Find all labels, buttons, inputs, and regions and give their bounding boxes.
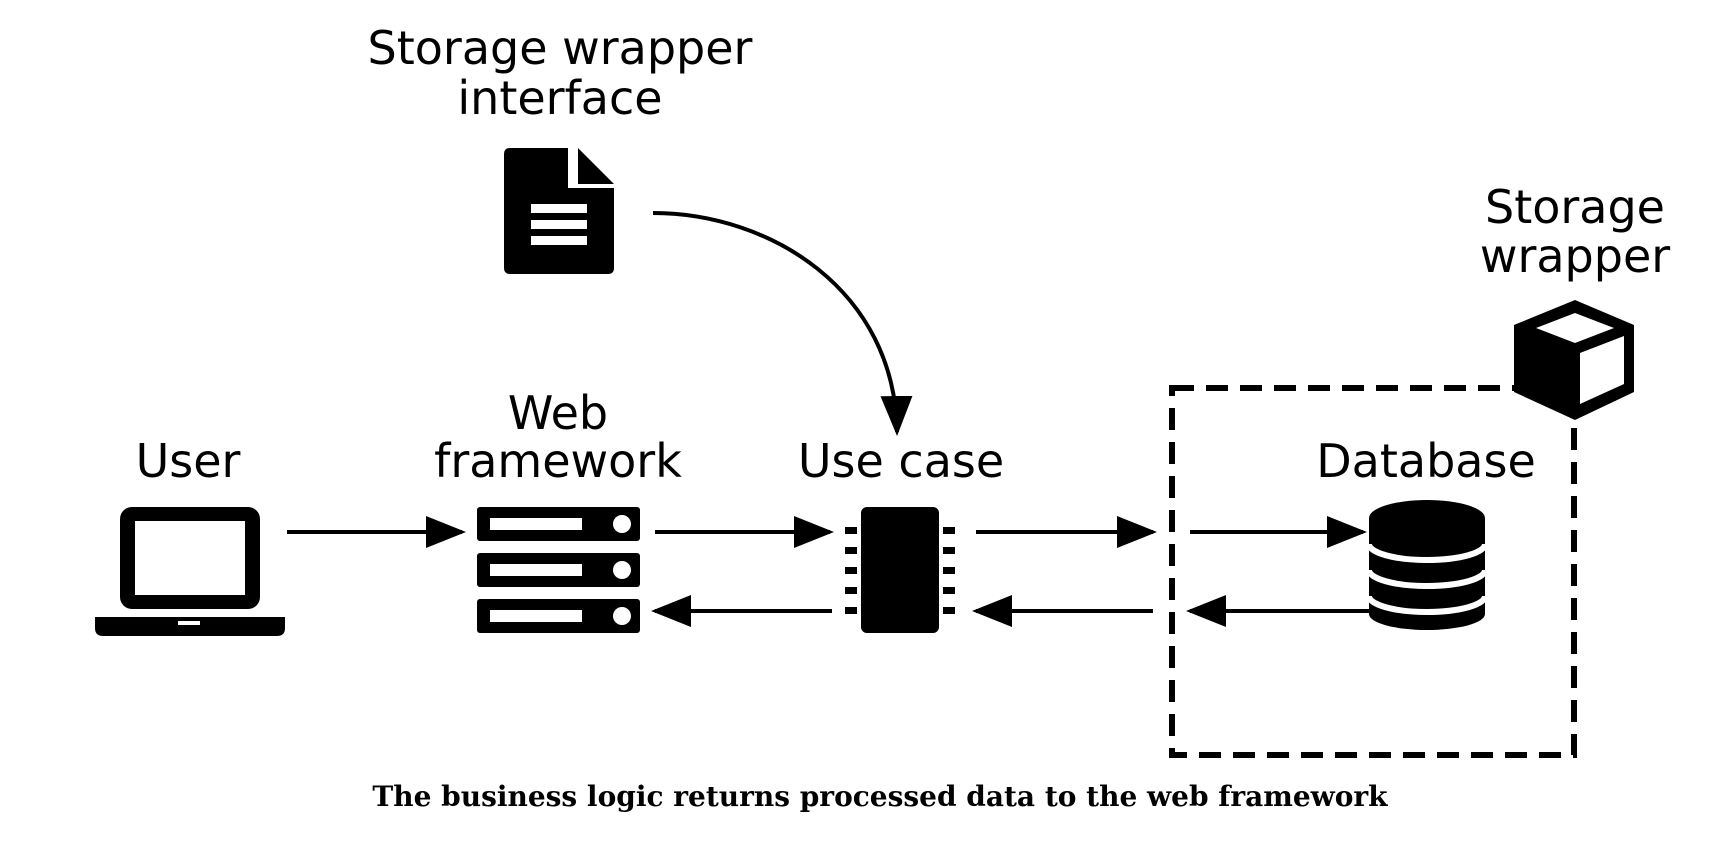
interface-to-usecase-arrow (652, 211, 913, 436)
database-icon (1366, 500, 1488, 630)
database-label: Database (1316, 434, 1536, 488)
figure-caption: The business logic returns processed dat… (372, 780, 1388, 813)
storage-wrapper-boundary (1169, 385, 1577, 758)
use-case-label: Use case (798, 434, 1004, 488)
web-framework-label-line1: Web (508, 386, 608, 440)
laptop-icon (95, 507, 285, 636)
storage-wrapper-label-line2: wrapper (1480, 229, 1670, 283)
server-rack-icon (477, 507, 640, 633)
web-framework-label-line2: framework (434, 434, 682, 488)
document-icon (504, 148, 614, 274)
user-label: User (136, 434, 241, 488)
chip-icon (845, 507, 955, 633)
storage-wrapper-label-line1: Storage (1485, 180, 1665, 234)
storage-wrapper-interface-label-line1: Storage wrapper (368, 21, 753, 75)
cube-icon (1514, 300, 1634, 420)
storage-wrapper-interface-label-line2: interface (457, 71, 662, 125)
